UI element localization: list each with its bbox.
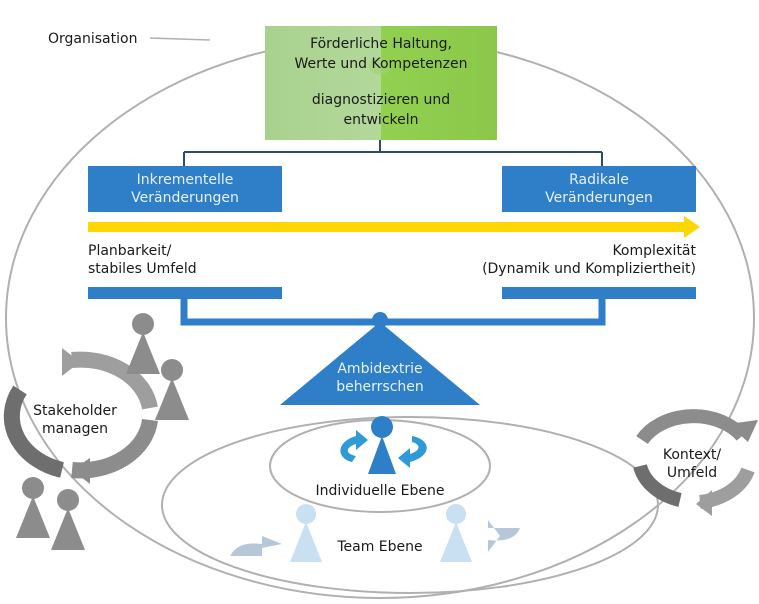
pivot-line-1: Ambidextrie — [337, 361, 423, 377]
competence-box — [265, 26, 497, 140]
puzzle-notch — [368, 26, 392, 75]
radical-line-1: Radikale — [569, 172, 629, 188]
balance-right-plate — [502, 287, 696, 299]
stakeholder-arrowhead-top — [62, 348, 80, 376]
pivot-label: Ambidextrie beherrschen — [300, 360, 460, 396]
competence-line-2: Werte und Kompetenzen — [294, 56, 468, 72]
radical-change-box: Radikale Veränderungen — [502, 166, 696, 212]
competence-line-1: Förderliche Haltung, — [310, 36, 452, 52]
left-axis-label: Planbarkeit/ stabiles Umfeld — [88, 242, 197, 278]
stakeholder-label: Stakeholder managen — [20, 402, 130, 438]
individual-cycle-left-icon — [340, 430, 368, 462]
individual-pawn-icon — [368, 416, 396, 474]
team-ellipse — [161, 416, 659, 594]
balance-left-plate — [88, 287, 282, 299]
context-line-2: Umfeld — [666, 465, 718, 481]
yellow-arrow-head — [684, 216, 700, 238]
competence-line-4: entwickeln — [343, 112, 419, 128]
competence-box-text: Förderliche Haltung, Werte und Kompetenz… — [265, 34, 497, 130]
organisation-leader-line — [149, 37, 211, 41]
stakeholder-pawn-3-icon — [16, 477, 50, 538]
context-arrowhead-top — [728, 420, 758, 442]
stakeholder-arrowhead-bottom — [72, 458, 90, 484]
radical-line-2: Veränderungen — [545, 190, 653, 206]
incremental-line-2: Veränderungen — [131, 190, 239, 206]
team-cycle-left-icon — [230, 536, 282, 556]
team-pawn-left-icon — [290, 504, 322, 562]
left-axis-line-1: Planbarkeit/ — [88, 243, 172, 259]
right-axis-label: Komplexität (Dynamik und Kompliziertheit… — [460, 242, 696, 278]
individual-level-label: Individuelle Ebene — [315, 483, 445, 499]
team-pawn-right-icon — [440, 504, 472, 562]
organisation-label: Organisation — [48, 31, 138, 47]
right-axis-line-2: (Dynamik und Kompliziertheit) — [482, 261, 696, 277]
stakeholder-line-2: managen — [41, 421, 109, 437]
stakeholder-pawn-2-icon — [155, 359, 189, 420]
stakeholder-pawn-1-icon — [126, 313, 160, 374]
team-level-label: Team Ebene — [337, 539, 423, 555]
right-axis-line-1: Komplexität — [612, 243, 696, 259]
incremental-line-1: Inkrementelle — [136, 172, 234, 188]
balance-pivot-knob — [372, 312, 388, 328]
stakeholder-line-1: Stakeholder — [33, 403, 117, 419]
yellow-arrow-shaft — [88, 222, 684, 232]
stakeholder-pawn-4-icon — [51, 489, 85, 550]
incremental-change-box: Inkrementelle Veränderungen — [88, 166, 282, 212]
context-line-1: Kontext/ — [662, 447, 722, 463]
balance-beam — [180, 299, 606, 326]
context-label: Kontext/ Umfeld — [652, 446, 732, 482]
context-arrowhead-bottom — [696, 490, 712, 516]
individual-cycle-right-icon — [398, 436, 427, 468]
balance-triangle — [280, 322, 480, 405]
pivot-line-2: beherrschen — [336, 379, 424, 395]
competence-line-3: diagnostizieren und — [311, 92, 451, 108]
left-axis-line-2: stabiles Umfeld — [88, 261, 197, 277]
team-cycle-right-icon — [488, 520, 520, 552]
